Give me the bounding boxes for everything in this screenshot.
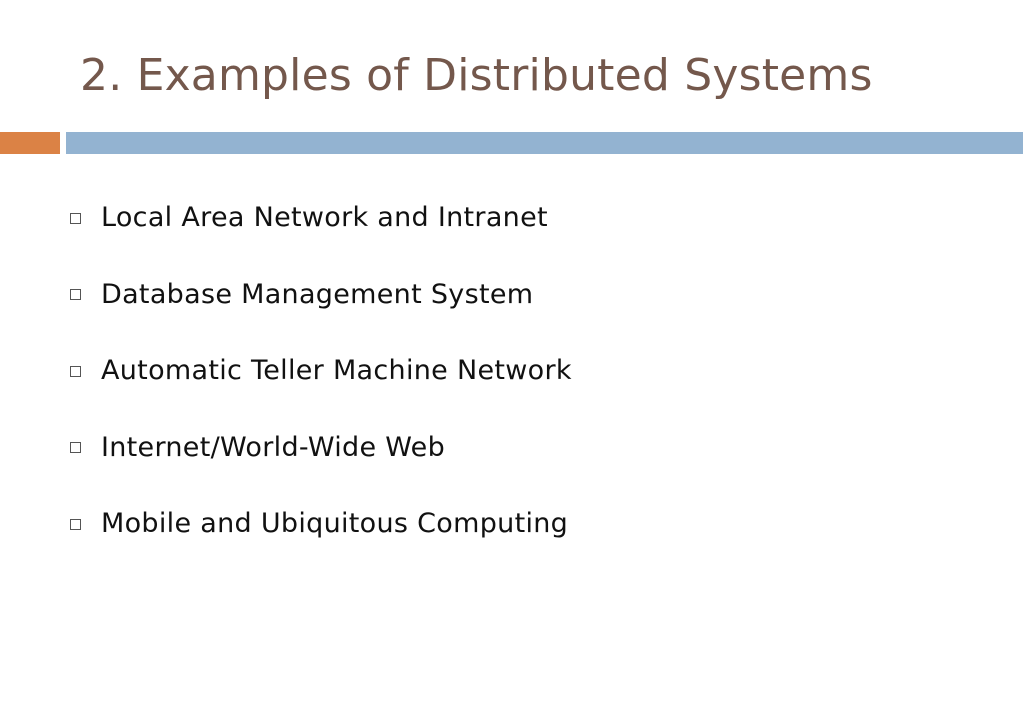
hollow-square-bullet-icon — [70, 365, 81, 377]
title-accent-block — [0, 132, 60, 154]
bullet-text: Automatic Teller Machine Network — [101, 355, 572, 386]
hollow-square-bullet-icon — [70, 442, 81, 453]
bullet-item-local-area-network: Local Area Network and Intranet — [70, 197, 572, 239]
bullet-text: Internet/World-Wide Web — [101, 431, 446, 463]
bullet-item-database-management: Database Management System — [70, 274, 572, 316]
hollow-square-bullet-icon — [70, 518, 81, 530]
hollow-square-bullet-icon — [70, 212, 81, 224]
bullet-item-mobile-ubiquitous: Mobile and Ubiquitous Computing — [70, 503, 572, 545]
bullet-text: Database Management System — [101, 278, 534, 310]
title-accent-bar — [66, 132, 1023, 154]
bullet-list: Local Area Network and Intranet Database… — [70, 197, 572, 580]
bullet-text: Mobile and Ubiquitous Computing — [101, 508, 569, 539]
bullet-item-atm-network: Automatic Teller Machine Network — [70, 350, 572, 392]
bullet-text: Local Area Network and Intranet — [101, 202, 548, 233]
hollow-square-bullet-icon — [70, 289, 81, 300]
slide-title: 2. Examples of Distributed Systems — [80, 50, 873, 101]
bullet-item-internet-www: Internet/World-Wide Web — [70, 427, 572, 469]
